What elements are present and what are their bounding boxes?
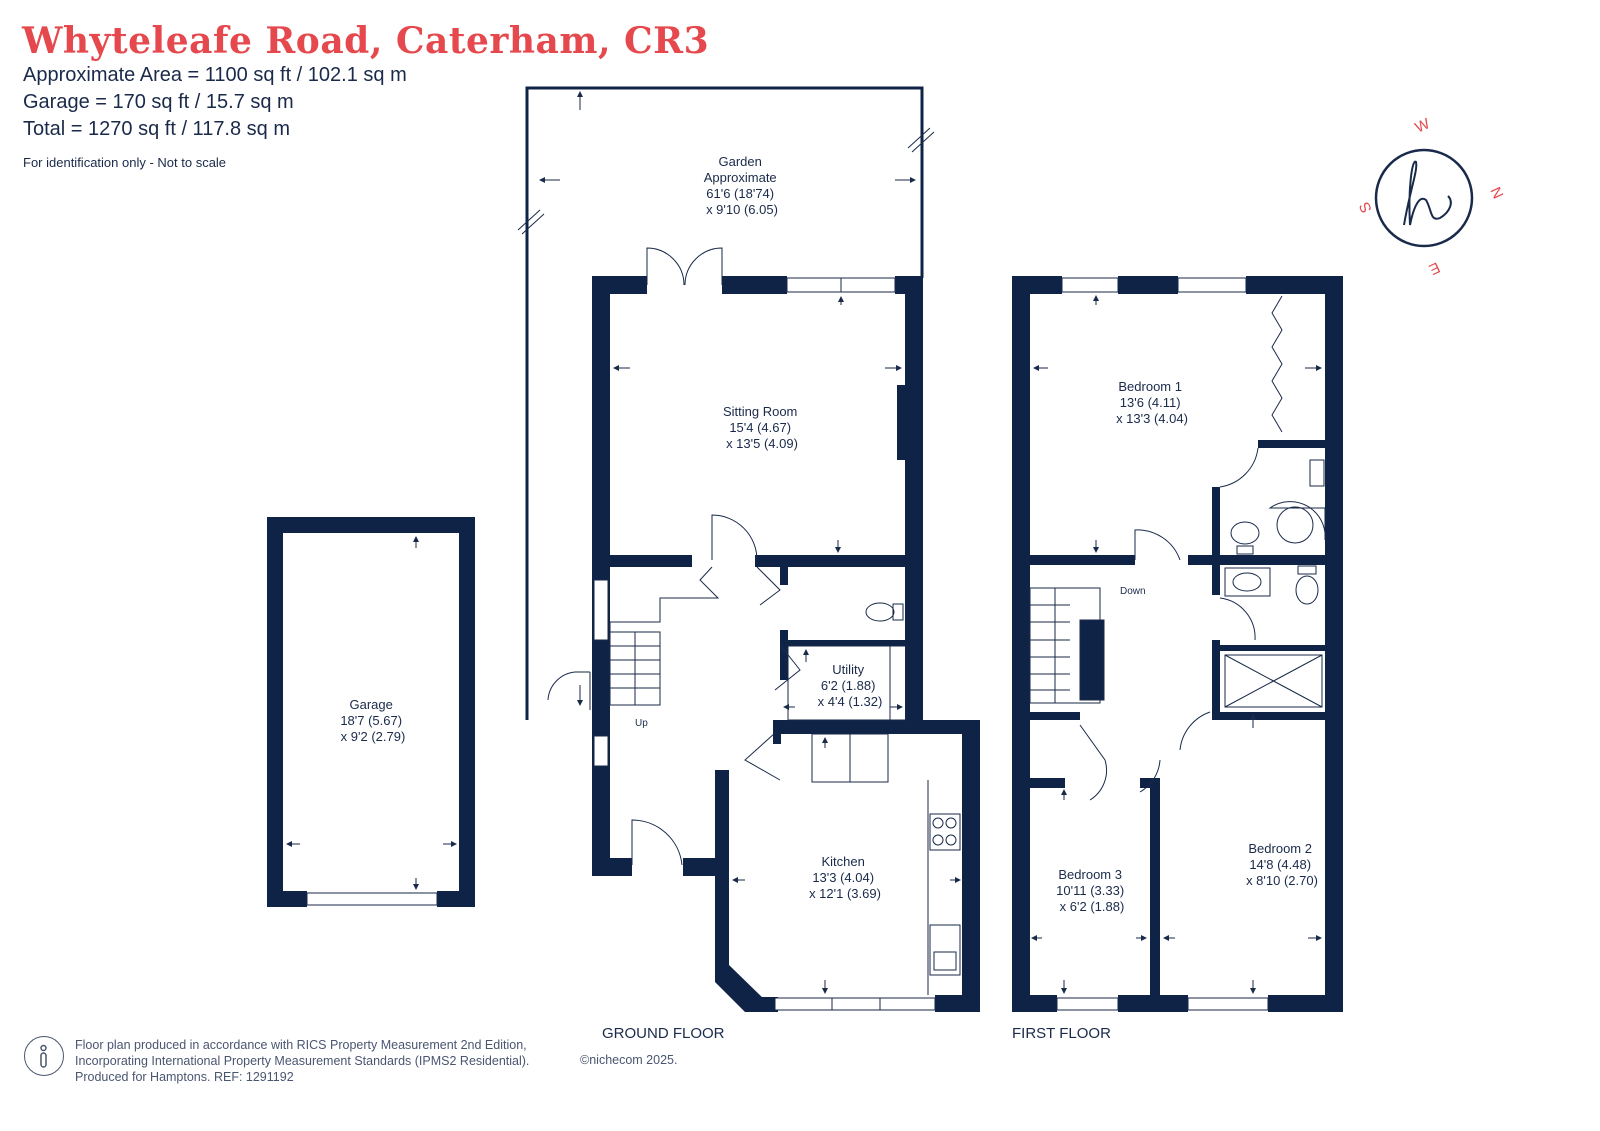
first-floor-walls <box>1012 276 1343 1012</box>
disclaimer-note: For identification only - Not to scale <box>23 155 227 170</box>
first-windows <box>1056 277 1269 1011</box>
footer-line-2: Incorporating International Property Mea… <box>75 1054 530 1068</box>
compass-w: W <box>1413 115 1434 137</box>
approx-area-text: Approximate Area = 1100 sq ft / 102.1 sq… <box>23 64 407 86</box>
bedroom-3-label: Bedroom 3 10'11 (3.33) x 6'2 (1.88) <box>1056 867 1128 914</box>
first-floor-label: FIRST FLOOR <box>1012 1025 1111 1042</box>
garage-area-text: Garage = 170 sq ft / 15.7 sq m <box>23 91 294 113</box>
compass-e: E <box>1426 258 1442 278</box>
first-floor-details <box>1029 295 1326 801</box>
total-area-text: Total = 1270 sq ft / 117.8 sq m <box>23 118 291 140</box>
bedroom-2-label: Bedroom 2 14'8 (4.48) x 8'10 (2.70) <box>1246 841 1318 888</box>
compass-n: N <box>1486 185 1506 202</box>
hall-details <box>547 514 961 995</box>
garage-door <box>306 892 438 906</box>
ground-floor-walls <box>592 276 980 1012</box>
page-title: Whyteleafe Road, Caterham, CR3 <box>22 20 710 62</box>
garden-label: Garden Approximate 61'6 (18'74) x 9'10 (… <box>704 154 781 217</box>
footer-line-1: Floor plan produced in accordance with R… <box>75 1038 527 1052</box>
compass-icon: W N S E <box>1356 115 1506 278</box>
ground-floor-label: GROUND FLOOR <box>602 1025 725 1042</box>
kitchen-label: Kitchen 13'3 (4.04) x 12'1 (3.69) <box>809 854 881 901</box>
garage-walls <box>267 517 475 907</box>
info-icon <box>24 1036 64 1076</box>
garden-area <box>517 86 935 720</box>
sitting-room-label: Sitting Room 15'4 (4.67) x 13'5 (4.09) <box>723 404 801 451</box>
ground-dimension-arrows <box>577 296 961 994</box>
footer-text: Floor plan produced in accordance with R… <box>75 1037 529 1085</box>
stairs-up-label: Up <box>635 718 648 729</box>
french-doors <box>646 247 723 286</box>
utility-label: Utility 6'2 (1.88) x 4'4 (1.32) <box>818 662 883 709</box>
garage-dimension-arrows <box>286 536 457 890</box>
garage-label: Garage 18'7 (5.67) x 9'2 (2.79) <box>340 697 405 744</box>
stairs-down-label: Down <box>1120 586 1146 597</box>
first-dimension-arrows <box>1031 295 1322 994</box>
footer-brand: ©nichecom 2025. <box>580 1053 678 1067</box>
compass-s: S <box>1356 199 1376 215</box>
footer-line-3: Produced for Hamptons. REF: 1291192 <box>75 1070 294 1084</box>
bedroom-1-label: Bedroom 1 13'6 (4.11) x 13'3 (4.04) <box>1116 379 1188 426</box>
